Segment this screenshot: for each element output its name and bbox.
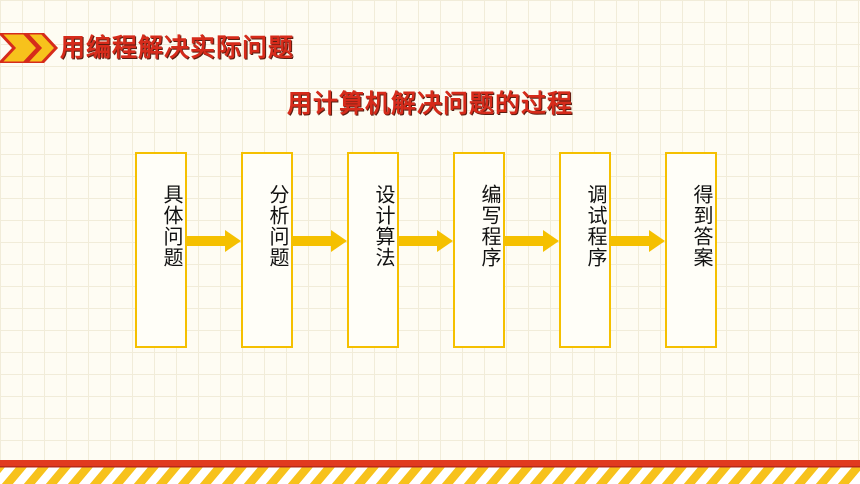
arrow-right-icon <box>505 230 559 252</box>
double-chevron-icon <box>0 33 59 63</box>
step-box-2: 分析问题 <box>241 152 293 348</box>
step-label: 编写程序 <box>478 184 502 268</box>
step-box-3: 设计算法 <box>347 152 399 348</box>
arrow-right-icon <box>611 230 665 252</box>
step-label: 分析问题 <box>266 184 290 268</box>
page-title: 用计算机解决问题的过程 <box>286 89 573 118</box>
step-box-4: 编写程序 <box>453 152 505 348</box>
step-box-6: 得到答案 <box>665 152 717 348</box>
arrow-right-icon <box>187 230 241 252</box>
hazard-stripe-footer <box>0 460 860 484</box>
step-label: 调试程序 <box>584 184 608 268</box>
step-label: 得到答案 <box>690 184 714 268</box>
section-title: 用编程解决实际问题 <box>60 33 295 62</box>
arrow-right-icon <box>293 230 347 252</box>
step-box-5: 调试程序 <box>559 152 611 348</box>
step-box-1: 具体问题 <box>135 152 187 348</box>
step-label: 具体问题 <box>160 184 184 268</box>
arrow-right-icon <box>399 230 453 252</box>
step-label: 设计算法 <box>372 184 396 268</box>
